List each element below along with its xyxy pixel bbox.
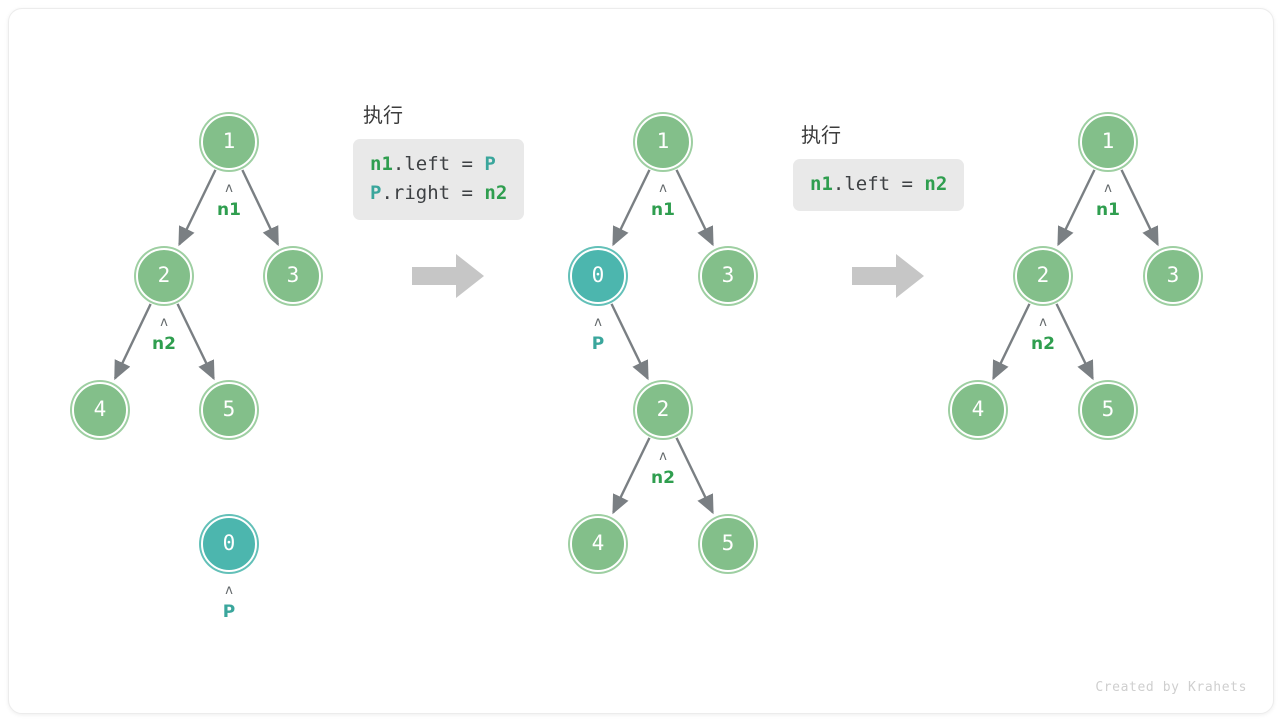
- tree-node-value: 1: [222, 129, 236, 153]
- tree-node-value: 5: [222, 397, 236, 421]
- step-3-code-block: n1.left = n2: [793, 159, 965, 211]
- transition-arrow-icon: [412, 254, 484, 298]
- tree-node-value: 0: [222, 531, 236, 555]
- tree-node-4: 4: [72, 382, 128, 438]
- transition-arrow-icon: [852, 254, 924, 298]
- pointer-label-n2: ʌ n2: [998, 315, 1088, 354]
- tree-edge: [610, 303, 649, 381]
- tree-edge: [1055, 303, 1094, 381]
- pointer-label-n1: ʌ n1: [618, 181, 708, 220]
- caret-up-icon: ʌ: [1104, 181, 1112, 196]
- tree-node-value: 5: [1101, 397, 1115, 421]
- caret-up-icon: ʌ: [160, 315, 168, 330]
- tree-node-value: 0: [591, 263, 605, 287]
- step-3-caption: 执行: [801, 123, 841, 147]
- tree-edge: [612, 169, 651, 247]
- pointer-label-n2: ʌ n2: [119, 315, 209, 354]
- tree-edge: [675, 169, 714, 247]
- tree-node-value: 4: [971, 397, 985, 421]
- caret-up-icon: ʌ: [659, 181, 667, 196]
- tree-node-0: 0: [570, 248, 626, 304]
- pointer-name: n2: [651, 468, 675, 488]
- tree-node-value: 2: [157, 263, 171, 287]
- pointer-name: P: [591, 334, 605, 354]
- caret-up-icon: ʌ: [659, 449, 667, 464]
- tree-node-2: 2: [1015, 248, 1071, 304]
- caret-up-icon: ʌ: [594, 315, 602, 330]
- tree-node-value: 2: [656, 397, 670, 421]
- tree-node-3: 3: [700, 248, 756, 304]
- tree-node-1: 1: [201, 114, 257, 170]
- pointer-name: n2: [1031, 334, 1055, 354]
- tree-edge: [1057, 169, 1096, 247]
- caret-up-icon: ʌ: [1039, 315, 1047, 330]
- tree-node-value: 3: [286, 263, 300, 287]
- tree-node-2: 2: [136, 248, 192, 304]
- tree-node-5: 5: [700, 516, 756, 572]
- tree-node-3: 3: [265, 248, 321, 304]
- tree-node-value: 4: [591, 531, 605, 555]
- tree-edge: [675, 437, 714, 515]
- tree-node-value: 3: [1166, 263, 1180, 287]
- tree-edge: [241, 169, 279, 247]
- tree-node-5: 5: [201, 382, 257, 438]
- tree-node-0: 0: [201, 516, 257, 572]
- tree-node-value: 5: [721, 531, 735, 555]
- tree-node-value: 3: [721, 263, 735, 287]
- tree-node-value: 1: [1101, 129, 1115, 153]
- watermark-credit: Created by Krahets: [1095, 680, 1247, 695]
- tree-node-4: 4: [570, 516, 626, 572]
- tree-node-1: 1: [1080, 114, 1136, 170]
- pointer-label-n1: ʌ n1: [1063, 181, 1153, 220]
- tree-edge: [612, 437, 651, 515]
- tree-edge: [1120, 169, 1159, 247]
- tree-edge: [178, 169, 217, 247]
- caret-up-icon: ʌ: [225, 181, 233, 196]
- tree-node-value: 4: [93, 397, 107, 421]
- tree-edge: [992, 303, 1031, 381]
- pointer-name: n1: [1096, 200, 1120, 220]
- caret-up-icon: ʌ: [225, 583, 233, 598]
- pointer-name: n1: [217, 200, 241, 220]
- tree-node-4: 4: [950, 382, 1006, 438]
- pointer-name: n2: [152, 334, 176, 354]
- tree-edges-layer: [114, 169, 1159, 515]
- tree-node-value: 1: [656, 129, 670, 153]
- pointer-name: P: [222, 602, 236, 622]
- tree-edge: [176, 303, 215, 381]
- tree-node-3: 3: [1145, 248, 1201, 304]
- tree-node-5: 5: [1080, 382, 1136, 438]
- tree-edge: [114, 303, 152, 381]
- tree-node-value: 2: [1036, 263, 1050, 287]
- tree-node-1: 1: [635, 114, 691, 170]
- step-2-caption: 执行: [363, 103, 403, 127]
- pointer-label-n2: ʌ n2: [618, 449, 708, 488]
- pointer-name: n1: [651, 200, 675, 220]
- pointer-label-n1: ʌ n1: [184, 181, 274, 220]
- tree-node-2: 2: [635, 382, 691, 438]
